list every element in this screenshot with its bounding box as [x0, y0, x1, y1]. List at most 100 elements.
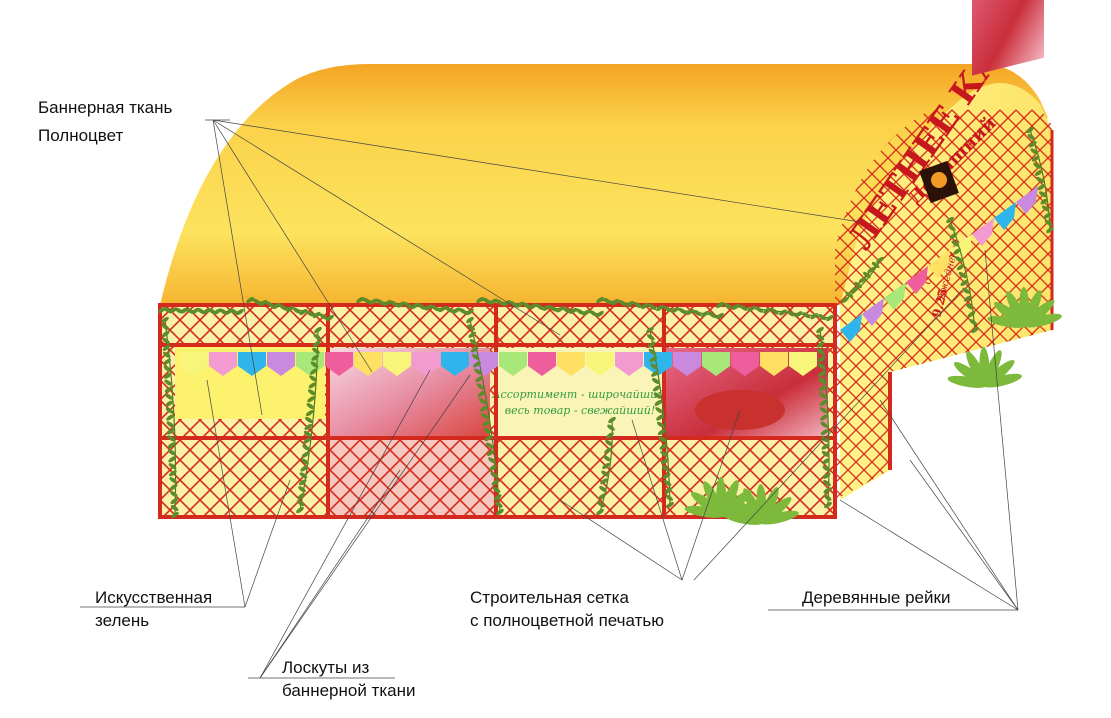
leaf	[296, 506, 304, 514]
plant-leaf	[684, 505, 724, 518]
plant-leaf	[1023, 313, 1062, 328]
leaf	[596, 296, 604, 304]
leaf	[161, 323, 170, 331]
leaf	[522, 302, 531, 309]
leaf	[656, 421, 665, 428]
leaf	[663, 480, 672, 487]
leaf	[661, 458, 669, 465]
leaf	[671, 306, 679, 314]
bunting-flag	[862, 298, 884, 326]
leaf	[951, 240, 960, 247]
label-scraps-1: Лоскуты из	[282, 658, 370, 677]
leaf	[826, 314, 834, 322]
bunting-flag	[615, 352, 643, 376]
bunting-flag	[267, 352, 295, 376]
leaf	[298, 479, 307, 486]
leaf	[786, 310, 795, 317]
leaf	[424, 304, 433, 311]
leaf	[236, 308, 244, 316]
leaf	[819, 399, 828, 406]
leaf	[166, 428, 175, 435]
leaf	[492, 486, 501, 493]
leaf	[822, 465, 831, 472]
label-greenery-2: зелень	[95, 611, 150, 630]
leaf	[661, 465, 670, 472]
leaf	[969, 319, 978, 326]
leaf	[854, 281, 862, 289]
leaf	[845, 291, 854, 299]
leaf	[960, 279, 969, 286]
leaf	[662, 472, 671, 479]
leaf	[556, 306, 564, 313]
leaf	[747, 305, 756, 312]
leaf	[731, 303, 740, 310]
leaf	[656, 414, 664, 421]
leaf	[821, 443, 830, 450]
bunting-flag	[412, 352, 440, 376]
leaf	[369, 298, 378, 305]
leaf	[299, 308, 308, 316]
bunting-flag	[994, 202, 1016, 230]
leaf	[867, 266, 876, 274]
leaf	[963, 295, 972, 302]
leaf	[962, 287, 970, 294]
leaf	[603, 297, 612, 305]
leaf	[166, 421, 175, 428]
leaf	[1041, 205, 1050, 212]
leaf	[818, 370, 826, 377]
leaf	[356, 296, 364, 304]
leaf	[473, 361, 481, 368]
leaf	[300, 465, 309, 472]
leaf	[569, 307, 578, 314]
bunting-flag	[1016, 186, 1038, 214]
leaf	[657, 429, 666, 436]
bunting-flag	[789, 352, 817, 376]
leaf	[823, 480, 831, 487]
leaf	[418, 303, 426, 310]
leaf	[658, 436, 667, 443]
leaf	[476, 383, 485, 390]
leaf	[303, 430, 312, 437]
leaf	[549, 305, 558, 312]
leaf	[955, 256, 963, 263]
leaf	[607, 424, 615, 431]
leaf	[693, 309, 702, 317]
leaf	[168, 470, 177, 477]
leaf	[299, 472, 308, 479]
leaf	[486, 449, 495, 456]
leaf	[319, 313, 328, 320]
bunting-flag	[586, 352, 614, 376]
leaf	[820, 414, 828, 421]
leaf	[858, 276, 867, 284]
leaf	[363, 297, 371, 304]
leaf	[816, 341, 825, 348]
leaf	[166, 414, 174, 421]
leaf	[474, 368, 482, 375]
leaf	[701, 310, 709, 318]
leaf	[165, 400, 174, 407]
label-greenery-1: Искусственная	[95, 588, 213, 607]
leaf	[161, 316, 169, 324]
leaf	[576, 308, 584, 315]
leaf	[502, 300, 511, 307]
leaf	[651, 377, 660, 385]
leaf	[686, 308, 694, 316]
leaf	[1038, 191, 1047, 198]
leaf	[170, 504, 179, 512]
leaf	[279, 304, 288, 311]
leaf	[810, 313, 819, 320]
leaf	[468, 331, 477, 338]
lower-pink-panel	[330, 440, 495, 515]
bunting-flag	[731, 352, 759, 376]
leaf	[542, 304, 551, 311]
leaf	[965, 303, 974, 310]
leaf	[312, 340, 321, 347]
leaf	[165, 407, 174, 414]
leaf	[489, 464, 497, 471]
leaf	[600, 478, 608, 485]
leaf	[445, 306, 454, 313]
leaf	[817, 356, 826, 363]
leaf	[589, 310, 598, 317]
plant-leaf	[947, 375, 987, 388]
leaf	[653, 392, 662, 399]
